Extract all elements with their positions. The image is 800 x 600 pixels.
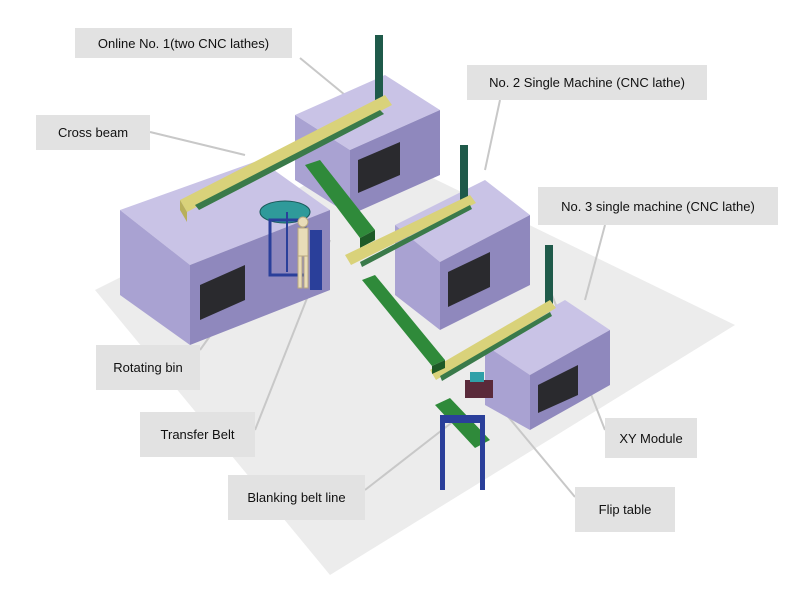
callout-flip-table: Flip table <box>575 487 675 532</box>
blanking-stand <box>440 415 485 423</box>
machine-a-window <box>200 265 245 320</box>
leader-no2-single <box>484 99 501 171</box>
leader-cross-beam <box>149 131 246 156</box>
long-transfer-belt <box>362 275 445 374</box>
gantry-column-a <box>375 35 383 100</box>
callout-transfer-belt: Transfer Belt <box>140 412 255 457</box>
flip-table <box>465 372 493 398</box>
machine-b-window <box>358 142 400 193</box>
cross-beam-rail <box>195 110 384 210</box>
leader-no3-single <box>584 224 606 301</box>
blanking-belt-line <box>435 398 490 490</box>
machine-c-window <box>448 252 490 307</box>
cross-beam-frame <box>180 95 392 212</box>
callout-xy-module: XY Module <box>605 418 697 458</box>
callout-cross-beam: Cross beam <box>36 115 150 150</box>
cnc-lathe-a <box>120 160 330 345</box>
cnc-lathe-c <box>395 180 530 330</box>
callout-rotating-bin: Rotating bin <box>96 345 200 390</box>
transfer-belt <box>305 160 375 290</box>
gantry-no3 <box>430 245 556 381</box>
callout-blanking-belt-line: Blanking belt line <box>228 475 365 520</box>
callout-online-no1: Online No. 1(two CNC lathes) <box>75 28 292 58</box>
callout-no3-single: No. 3 single machine (CNC lathe) <box>538 187 778 225</box>
xy-module-column <box>545 245 553 305</box>
leader-online-no1 <box>299 57 346 96</box>
gantry-no2 <box>345 145 476 267</box>
cnc-lathe-d <box>485 300 610 430</box>
gantry-online-no1 <box>180 35 392 222</box>
operator-figure <box>297 216 309 289</box>
machine-d-window <box>538 365 578 413</box>
callout-no2-single: No. 2 Single Machine (CNC lathe) <box>467 65 707 100</box>
